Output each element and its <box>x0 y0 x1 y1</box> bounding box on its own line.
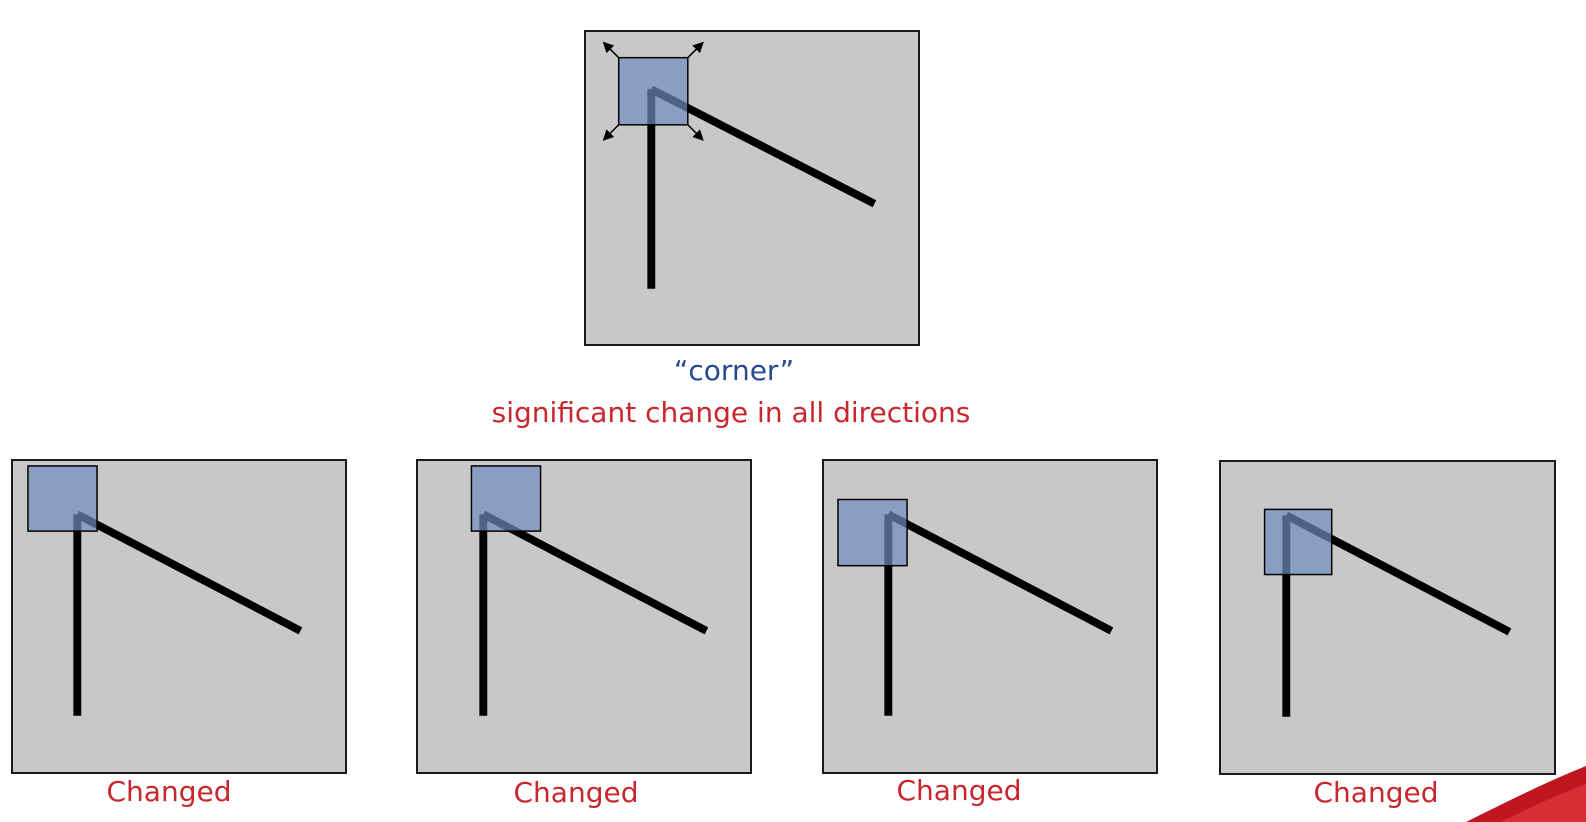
move-arrows-icon <box>602 41 704 141</box>
shifted-panel-4 <box>1219 460 1556 775</box>
changed-caption-1: Changed <box>106 775 232 808</box>
corner-diagram <box>602 41 877 289</box>
corner-description: significant change in all directions <box>491 396 971 429</box>
changed-caption-4: Changed <box>1313 776 1439 809</box>
changed-caption-2: Changed <box>513 776 639 809</box>
shifted-panel-2 <box>416 459 752 774</box>
shifted-panel-3 <box>822 459 1158 774</box>
diagonal-edge-line <box>75 510 303 635</box>
corner-label: “corner” <box>673 354 795 387</box>
changed-caption-3: Changed <box>896 774 1022 807</box>
shifted-panel-1 <box>11 459 347 774</box>
shifted-diagram-2 <box>470 465 709 716</box>
accent-swoosh <box>1466 766 1586 822</box>
shifted-diagram-4 <box>1263 508 1512 717</box>
search-window <box>27 465 98 532</box>
shifted-diagram-1 <box>27 465 303 716</box>
diagonal-edge-line <box>481 510 709 635</box>
search-window <box>470 465 542 532</box>
diagonal-edge-line <box>886 510 1114 635</box>
shifted-diagram-3 <box>837 498 1114 716</box>
search-window <box>1263 508 1333 576</box>
search-window <box>617 56 689 126</box>
search-window <box>837 498 908 567</box>
corner-panel <box>584 30 920 346</box>
